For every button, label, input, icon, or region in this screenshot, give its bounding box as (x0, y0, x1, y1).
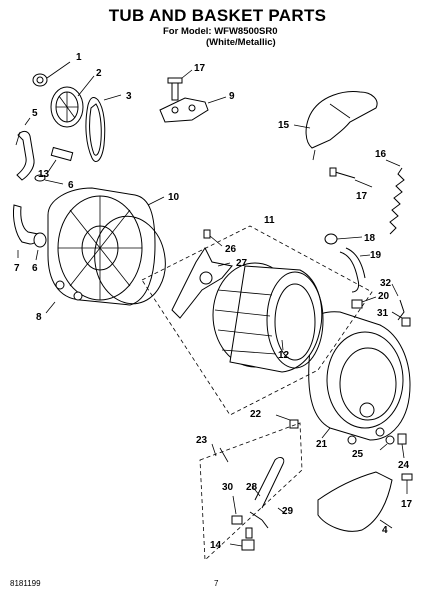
part-25-washer (385, 435, 395, 445)
part-32-clip (397, 299, 405, 321)
part-9-bracket (159, 97, 209, 123)
part-28-shock (249, 456, 285, 529)
callout-15: 15 (278, 120, 290, 131)
part-13-bracket (47, 146, 74, 173)
callout-25: 25 (352, 449, 364, 460)
callout-18: 18 (364, 233, 376, 244)
callout-14: 14 (210, 540, 222, 551)
callout-2: 2 (96, 68, 102, 79)
part-5-hose (16, 130, 35, 181)
callout-24: 24 (398, 460, 410, 471)
callout-11: 11 (264, 215, 275, 226)
callout-32: 32 (380, 278, 392, 289)
callout-7: 7 (14, 263, 20, 274)
callout-19: 19 (370, 250, 382, 261)
callout-17-low: 17 (401, 499, 413, 510)
part-24-bolt (397, 433, 407, 445)
part-10-outer-tub-rear (47, 187, 156, 306)
callout-6-upper: 6 (68, 180, 74, 191)
callout-1: 1 (76, 52, 82, 63)
part-19-hose (339, 251, 360, 293)
part-20-clip (351, 299, 363, 309)
callout-4: 4 (382, 525, 388, 536)
basket-group-outline (141, 225, 373, 416)
callout-28: 28 (246, 482, 258, 493)
doc-number: 8181199 (10, 579, 41, 588)
part-26-screw (203, 229, 211, 239)
part-17-bolt-low (401, 473, 413, 481)
callout-17-top: 17 (194, 63, 206, 74)
part-17-bolt-top (167, 77, 183, 101)
page-number: 7 (214, 579, 219, 588)
part-14-grommet (241, 527, 255, 551)
callout-16: 16 (375, 149, 387, 160)
callout-12: 12 (278, 350, 290, 361)
callout-21: 21 (316, 439, 328, 450)
part-18-washer (324, 233, 338, 245)
callout-27: 27 (236, 258, 248, 269)
callout-13: 13 (38, 169, 50, 180)
part-27-spider (171, 246, 233, 319)
part-2-pulley (50, 86, 84, 128)
callout-9: 9 (229, 91, 235, 102)
callout-10: 10 (168, 192, 180, 203)
callout-20: 20 (378, 291, 390, 302)
callout-26: 26 (225, 244, 237, 255)
callout-30: 30 (222, 482, 234, 493)
shock-group-outline (199, 422, 303, 561)
callout-29: 29 (282, 506, 294, 517)
part-16-spring (389, 167, 405, 235)
part-15-counterweight (305, 91, 378, 149)
callout-22: 22 (250, 409, 262, 420)
part-6-clamp (34, 174, 46, 182)
diagram-title: TUB AND BASKET PARTS (108, 6, 327, 25)
callout-3: 3 (126, 91, 132, 102)
part-12-basket (212, 262, 324, 373)
part-1-nut (32, 73, 48, 87)
part-4-bracket (317, 471, 393, 532)
part-3-belt (85, 97, 106, 162)
part-31-clip (401, 317, 411, 327)
tub-seal-ring (94, 215, 166, 305)
part-22-clip (289, 419, 299, 429)
callout-31: 31 (377, 308, 389, 319)
part-21-front-tub (306, 311, 411, 445)
callout-5: 5 (32, 108, 38, 119)
color-line: (White/Metallic) (206, 37, 276, 48)
part-30-pin (231, 515, 243, 525)
callout-23: 23 (196, 435, 208, 446)
model-line: For Model: WFW8500SR0 (163, 26, 278, 37)
callout-6-lower: 6 (32, 263, 38, 274)
part-17-bolt-mid (329, 167, 356, 179)
callout-17-mid: 17 (356, 191, 368, 202)
callout-8: 8 (36, 312, 42, 323)
